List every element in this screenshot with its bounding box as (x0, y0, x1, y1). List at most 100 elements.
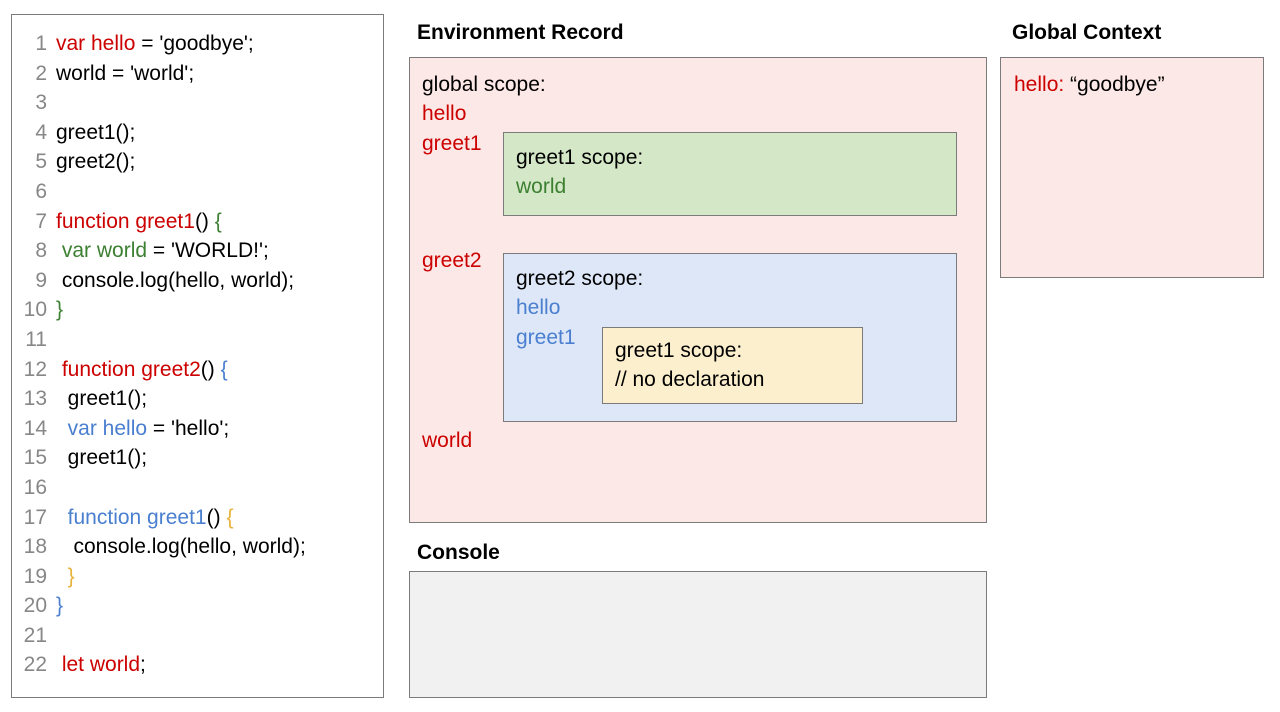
global-scope-heading: global scope: (422, 73, 546, 96)
code-line: 17 function greet1() { (12, 503, 383, 533)
code-line-number: 6 (35, 179, 47, 203)
global-context-title: Global Context (1012, 21, 1162, 44)
code-line: 14 var hello = 'hello'; (12, 414, 383, 444)
global-context-entry-value: “goodbye” (1070, 73, 1165, 96)
code-line: 9 console.log(hello, world); (12, 266, 383, 296)
code-lines: 1 var hello = 'goodbye'; 2 world = 'world';… (12, 29, 383, 680)
code-line-text: } (56, 562, 75, 592)
code-line-text: var world = 'WORLD!'; (56, 236, 269, 266)
global-scope-var-greet1: greet1 (422, 132, 482, 155)
global-context-entry-key: hello: (1014, 73, 1065, 96)
code-line: 16 (12, 473, 383, 503)
code-line-number: 14 (23, 416, 47, 440)
code-line: 21 (12, 621, 383, 651)
code-line-number: 5 (35, 150, 47, 174)
code-token: greet1(); (56, 446, 148, 470)
code-line: 2 world = 'world'; (12, 59, 383, 89)
console-title: Console (417, 541, 500, 564)
code-line-text: console.log(hello, world); (56, 266, 294, 296)
code-line-number: 19 (23, 564, 47, 588)
code-token: greet1(); (56, 387, 148, 411)
code-line-number: 1 (35, 32, 47, 55)
code-token: } (56, 594, 64, 618)
code-line-number: 21 (23, 623, 47, 647)
code-line: 15 greet1(); (12, 443, 383, 473)
code-token: world = 'world'; (56, 61, 195, 85)
greet1-scope-box: greet1 scope: world (503, 132, 957, 216)
code-token: function greet1 (56, 209, 195, 233)
code-line: 13 greet1(); (12, 384, 383, 414)
code-token: function greet2 (56, 357, 201, 381)
console-output (410, 572, 986, 592)
code-token: ; (140, 653, 146, 677)
code-token: function greet1 (67, 505, 207, 529)
code-line: 20} (12, 591, 383, 621)
code-editor-panel[interactable]: 1 var hello = 'goodbye'; 2 world = 'world';… (11, 14, 384, 698)
greet1-inner-scope-heading: greet1 scope: (615, 339, 743, 362)
code-token: { (226, 505, 234, 529)
global-scope-var-world: world (422, 429, 473, 452)
code-line: 7 function greet1() { (12, 207, 383, 237)
code-line: 5 greet2(); (12, 147, 383, 177)
environment-record-panel: global scope: hello greet1 greet2 world … (409, 57, 987, 523)
greet2-scope-box: greet2 scope: hello greet1 greet1 scope:… (503, 253, 957, 422)
code-line: 4 greet1(); (12, 118, 383, 148)
code-token: greet2(); (56, 150, 136, 174)
code-line: 19 } (12, 562, 383, 592)
code-line-text: greet2(); (56, 147, 135, 177)
code-line-number: 16 (23, 475, 47, 499)
code-token: var world (61, 239, 148, 263)
code-line: 18 console.log(hello, world); (12, 532, 383, 562)
code-line-text: greet1(); (56, 118, 135, 148)
greet2-scope-heading: greet2 scope: (516, 267, 644, 290)
code-line-number: 10 (23, 298, 47, 322)
code-token: = 'hello'; (147, 416, 230, 440)
code-line-number: 4 (35, 120, 47, 144)
code-line-text: greet1(); (56, 443, 147, 473)
code-line: 1 var hello = 'goodbye'; (12, 29, 383, 59)
code-line: 22 let world; (12, 650, 383, 680)
code-line-number: 18 (23, 535, 47, 559)
code-line: 11 (12, 325, 383, 355)
code-line-number: 13 (23, 387, 47, 411)
code-line-text: world = 'world'; (56, 59, 194, 89)
code-line-number: 2 (35, 61, 47, 85)
code-token: } (56, 298, 64, 322)
code-token: = 'goodbye'; (135, 32, 254, 55)
code-line-text: var hello = 'hello'; (56, 414, 230, 444)
code-line-number: 17 (23, 505, 47, 529)
console-panel[interactable] (409, 571, 987, 698)
greet1-scope-var-world: world (516, 175, 567, 198)
global-context-panel: hello: “goodbye” (1000, 57, 1264, 278)
environment-record-title: Environment Record (417, 21, 624, 44)
code-line-number: 22 (23, 653, 47, 677)
code-token: greet1(); (56, 120, 136, 144)
code-token: () (200, 357, 221, 381)
code-line-number: 9 (35, 268, 47, 292)
code-line-number: 12 (23, 357, 47, 381)
code-line-text: var hello = 'goodbye'; (56, 29, 254, 59)
code-token: var hello (67, 416, 148, 440)
code-line-text: } (56, 295, 63, 325)
code-line-text: greet1(); (56, 384, 147, 414)
global-context-entry: hello: “goodbye” (1014, 73, 1165, 97)
code-line: 3 (12, 88, 383, 118)
code-line-number: 3 (35, 91, 47, 115)
greet2-scope-var-hello: hello (516, 296, 561, 319)
code-token: () (206, 505, 227, 529)
code-line-number: 7 (35, 209, 47, 233)
code-token: let world (56, 653, 141, 677)
code-line-text: function greet1() { (56, 207, 222, 237)
code-line-number: 15 (23, 446, 47, 470)
code-line-number: 20 (23, 594, 47, 618)
code-token (56, 506, 68, 529)
code-line: 6 (12, 177, 383, 207)
global-scope-var-hello: hello (422, 102, 467, 125)
code-line-text: let world; (56, 650, 146, 680)
code-line-text: function greet1() { (56, 503, 234, 533)
code-line-text: function greet2() { (56, 355, 228, 385)
greet2-scope-var-greet1: greet1 (516, 326, 576, 349)
code-token: var hello (56, 32, 136, 55)
code-token (56, 565, 68, 588)
code-line-text: console.log(hello, world); (56, 532, 306, 562)
